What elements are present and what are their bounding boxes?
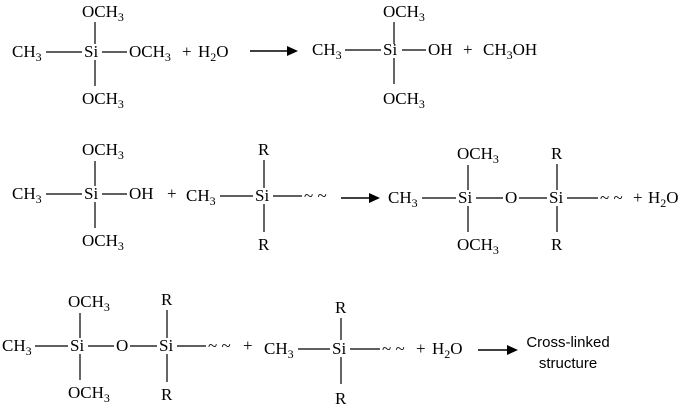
reactant-siloxane: OCH3 CH3 Si O Si ~ ~ OCH3 R R [2, 290, 231, 405]
plus-sign: + [633, 188, 643, 207]
reaction-1-hydrolysis: OCH3 CH3 Si OCH3 OCH3 + H2O OCH3 CH3 Si … [12, 2, 537, 111]
reactant-trimethoxysilane: OCH3 CH3 Si OCH3 OCH3 [12, 2, 171, 111]
product-siloxane: OCH3 CH3 Si O Si ~ ~ OCH3 R R [388, 144, 623, 257]
methoxy-label: OCH3 [457, 144, 499, 166]
substituent-label: R [335, 389, 347, 408]
silicon-label: Si [383, 40, 397, 59]
methyl-label: CH3 [388, 188, 418, 210]
substituent-label: R [551, 144, 563, 163]
product-silanol: OCH3 CH3 Si OH OCH3 [312, 2, 453, 111]
oxygen-label: O [116, 336, 128, 355]
plus-sign: + [182, 42, 192, 61]
methoxy-label: OCH3 [457, 235, 499, 257]
plus-sign: + [167, 184, 177, 203]
silicon-label: Si [159, 336, 173, 355]
water-label: H2O [198, 42, 229, 64]
substituent-label: R [551, 235, 563, 254]
silicon-label: Si [70, 336, 84, 355]
oxygen-label: O [505, 188, 517, 207]
chain-end-label: ~ ~ [382, 339, 405, 358]
silicon-label: Si [458, 188, 472, 207]
methyl-label: CH3 [12, 42, 42, 64]
silicon-label: Si [84, 42, 98, 61]
methoxy-label: OCH3 [82, 140, 124, 162]
methoxy-label: OCH3 [383, 2, 425, 24]
silicon-label: Si [255, 186, 269, 205]
reaction-2-condensation: OCH3 CH3 Si OH OCH3 + R CH3 Si ~ ~ R [12, 140, 679, 257]
plus-sign: + [416, 339, 426, 358]
methoxy-label: OCH3 [82, 231, 124, 253]
methyl-label: CH3 [186, 186, 216, 208]
methyl-label: CH3 [264, 339, 294, 361]
methyl-label: CH3 [2, 336, 32, 358]
methyl-label: CH3 [312, 40, 342, 62]
reactant-silane-chain: R CH3 Si ~ ~ R [264, 298, 405, 408]
methanol-label: CH3OH [483, 40, 537, 62]
substituent-label: R [161, 290, 173, 309]
hydroxyl-label: OH [129, 184, 154, 203]
reactant-silanol: OCH3 CH3 Si OH OCH3 [12, 140, 154, 253]
product-label-line2: structure [539, 355, 597, 372]
product-label-line1: Cross-linked [526, 334, 609, 351]
chain-end-label: ~ ~ [304, 186, 327, 205]
plus-sign: + [463, 40, 473, 59]
substituent-label: R [258, 235, 270, 254]
silicon-label: Si [84, 184, 98, 203]
plus-sign: + [243, 336, 253, 355]
methoxy-label: OCH3 [82, 2, 124, 24]
water-label: H2O [648, 188, 679, 210]
substituent-label: R [258, 140, 270, 159]
reaction-arrow [341, 193, 380, 203]
silicon-label: Si [549, 188, 563, 207]
hydroxyl-label: OH [428, 40, 453, 59]
methoxy-label: OCH3 [129, 42, 171, 64]
silicon-label: Si [332, 339, 346, 358]
reaction-3-crosslinking: OCH3 CH3 Si O Si ~ ~ OCH3 R R + R CH3 Si [2, 290, 610, 408]
methoxy-label: OCH3 [68, 292, 110, 314]
substituent-label: R [335, 298, 347, 317]
reaction-arrow [250, 46, 298, 56]
methoxy-label: OCH3 [82, 89, 124, 111]
reaction-arrow [478, 345, 518, 355]
chain-end-label: ~ ~ [600, 188, 623, 207]
chain-end-label: ~ ~ [208, 336, 231, 355]
methoxy-label: OCH3 [383, 89, 425, 111]
methoxy-label: OCH3 [68, 383, 110, 405]
water-label: H2O [432, 339, 463, 361]
reactant-silane-chain: R CH3 Si ~ ~ R [186, 140, 327, 254]
substituent-label: R [161, 385, 173, 404]
methyl-label: CH3 [12, 184, 42, 206]
